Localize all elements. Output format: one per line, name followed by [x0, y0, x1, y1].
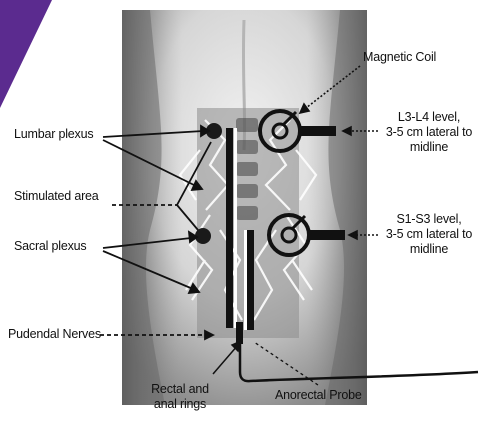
rectal-anal-line-1: Rectal and [140, 382, 220, 397]
l3l4-line-2: 3-5 cm lateral to [380, 125, 478, 140]
stimulated-area-label: Stimulated area [14, 189, 99, 204]
l3l4-line-1: L3-L4 level, [380, 110, 478, 125]
s1s3-line-2: 3-5 cm lateral to [380, 227, 478, 242]
s1s3-level-label: S1-S3 level, 3-5 cm lateral to midline [380, 212, 478, 257]
pudendal-nerves-label: Pudendal Nerves [8, 327, 101, 342]
magnetic-coil-label: Magnetic Coil [363, 50, 436, 65]
lumbar-plexus-label: Lumbar plexus [14, 127, 93, 142]
rectal-anal-rings-label: Rectal and anal rings [140, 382, 220, 412]
l3l4-level-label: L3-L4 level, 3-5 cm lateral to midline [380, 110, 478, 155]
sacral-plexus-label: Sacral plexus [14, 239, 86, 254]
anorectal-probe-label: Anorectal Probe [275, 388, 362, 403]
rectal-anal-line-2: anal rings [140, 397, 220, 412]
probe-tip [236, 322, 243, 344]
s1s3-line-1: S1-S3 level, [380, 212, 478, 227]
s1s3-line-3: midline [380, 242, 478, 257]
l3l4-line-3: midline [380, 140, 478, 155]
